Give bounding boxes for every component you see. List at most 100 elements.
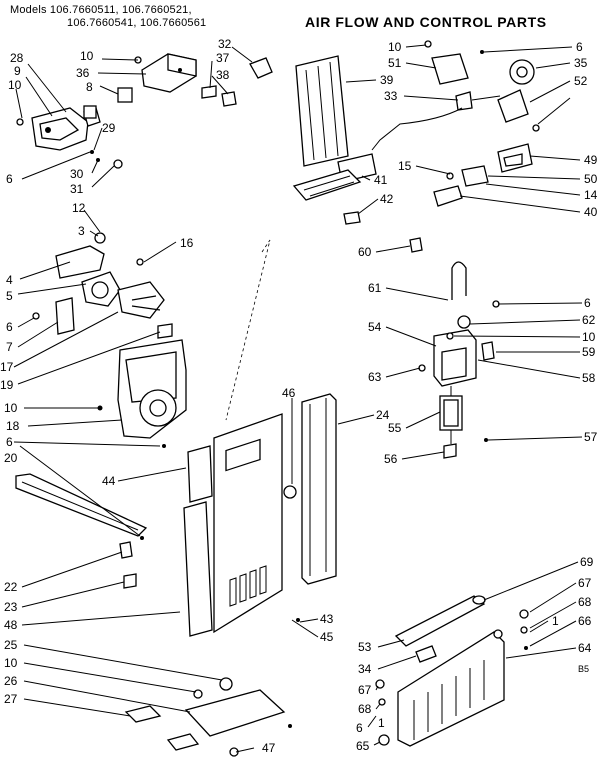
models-line-1: Models 106.7660511, 106.7660521,: [10, 4, 192, 16]
callout-15: 15: [398, 159, 412, 173]
callout-61: 61: [368, 281, 382, 295]
callout-62: 62: [582, 313, 596, 327]
callout-32: 32: [218, 37, 232, 51]
callout-45: 45: [320, 630, 334, 644]
callout-40: 40: [584, 205, 598, 219]
callout-55: 55: [388, 421, 402, 435]
callout-51: 51: [388, 56, 402, 70]
callout-26: 26: [4, 674, 18, 688]
callout-37: 37: [216, 51, 230, 65]
callout-28: 28: [10, 51, 24, 65]
fan-motor-assembly-part: [32, 232, 173, 339]
callout-67: 67: [578, 576, 592, 590]
callout-18: 18: [6, 419, 20, 433]
evaporator-fan-shroud-part: [97, 339, 187, 448]
shelf-rail-part: [394, 595, 486, 663]
models-caption: Models 106.7660511, 106.7660521, 106.766…: [10, 4, 270, 30]
callout-17: 17: [0, 360, 14, 374]
callout-46: 46: [282, 386, 296, 400]
callout-60: 60: [358, 245, 372, 259]
callout-48: 48: [4, 618, 18, 632]
callout-23: 23: [4, 600, 18, 614]
duct-base-part: [124, 618, 300, 757]
callout-16: 16: [180, 236, 194, 250]
callout-52: 52: [574, 74, 588, 88]
callout-58: 58: [582, 371, 596, 385]
callout-66: 66: [578, 614, 592, 628]
callout-12: 12: [72, 201, 86, 215]
crisper-cover-part: [375, 609, 529, 747]
callout-47: 47: [262, 741, 276, 755]
callout-10: 10: [80, 49, 94, 63]
callout-22: 22: [4, 580, 18, 594]
rail-part: [15, 473, 148, 589]
callout-27: 27: [4, 692, 18, 706]
callout-6: 6: [6, 320, 13, 334]
callout-6: 6: [6, 172, 13, 186]
damper-housing-part: [16, 107, 123, 169]
callout-8: 8: [86, 80, 93, 94]
callout-50: 50: [584, 172, 598, 186]
callout-6: 6: [584, 296, 591, 310]
damper-baffle-part: [433, 143, 533, 207]
callout-36: 36: [76, 66, 90, 80]
callout-30: 30: [70, 167, 84, 181]
callout-6: 6: [356, 721, 363, 735]
callout-35: 35: [574, 56, 588, 70]
air-grille-part: [292, 55, 377, 225]
callout-42: 42: [380, 192, 394, 206]
callout-10: 10: [582, 330, 596, 344]
callout-25: 25: [4, 638, 18, 652]
callout-7: 7: [6, 340, 13, 354]
models-line-2: 106.7660541, 106.7660561: [67, 17, 207, 29]
callout-20: 20: [4, 451, 18, 465]
callout-63: 63: [368, 370, 382, 384]
callout-69: 69: [580, 555, 594, 569]
callout-19: 19: [0, 378, 14, 392]
callout-10: 10: [8, 78, 22, 92]
callout-31: 31: [70, 182, 84, 196]
clip-part: [409, 237, 423, 253]
callout-6: 6: [6, 435, 13, 449]
duct-seal-part: [183, 445, 213, 637]
callout-56: 56: [384, 452, 398, 466]
leader-lines: [13, 44, 583, 753]
callout-39: 39: [380, 73, 394, 87]
callout-33: 33: [384, 89, 398, 103]
callout-44: 44: [102, 474, 116, 488]
air-duct-channel-part: [301, 393, 337, 585]
callout-29: 29: [102, 121, 116, 135]
callout-41: 41: [374, 173, 388, 187]
callout-10: 10: [4, 401, 18, 415]
callout-49: 49: [584, 153, 598, 167]
callout-24: 24: [376, 408, 390, 422]
callout-38: 38: [216, 68, 230, 82]
callout-4: 4: [6, 273, 13, 287]
callout-67: 67: [358, 683, 372, 697]
cold-control-part: [371, 40, 540, 151]
callout-6: 6: [576, 40, 583, 54]
fresh-food-air-duct-part: [213, 413, 297, 634]
callout-14: 14: [584, 188, 598, 202]
callout-65: 65: [356, 739, 370, 753]
diagram-code: B5: [578, 664, 589, 674]
callout-59: 59: [582, 345, 596, 359]
callout-68: 68: [578, 595, 592, 609]
callout-43: 43: [320, 612, 334, 626]
callout-68: 68: [358, 702, 372, 716]
callout-54: 54: [368, 320, 382, 334]
diagram-title: AIR FLOW AND CONTROL PARTS: [305, 14, 547, 30]
callout-1: 1: [378, 716, 385, 730]
callout-53: 53: [358, 640, 372, 654]
callout-1: 1: [552, 614, 559, 628]
callout-57: 57: [584, 430, 598, 444]
callout-3: 3: [78, 224, 85, 238]
callout-labels: 28 9 10 10 36 8 32 37 38 29 6 30 31 12 3…: [0, 37, 598, 755]
callout-10: 10: [388, 40, 402, 54]
defrost-timer-part: [418, 261, 500, 459]
callout-5: 5: [6, 289, 13, 303]
callout-10: 10: [4, 656, 18, 670]
callout-34: 34: [358, 662, 372, 676]
callout-64: 64: [578, 641, 592, 655]
